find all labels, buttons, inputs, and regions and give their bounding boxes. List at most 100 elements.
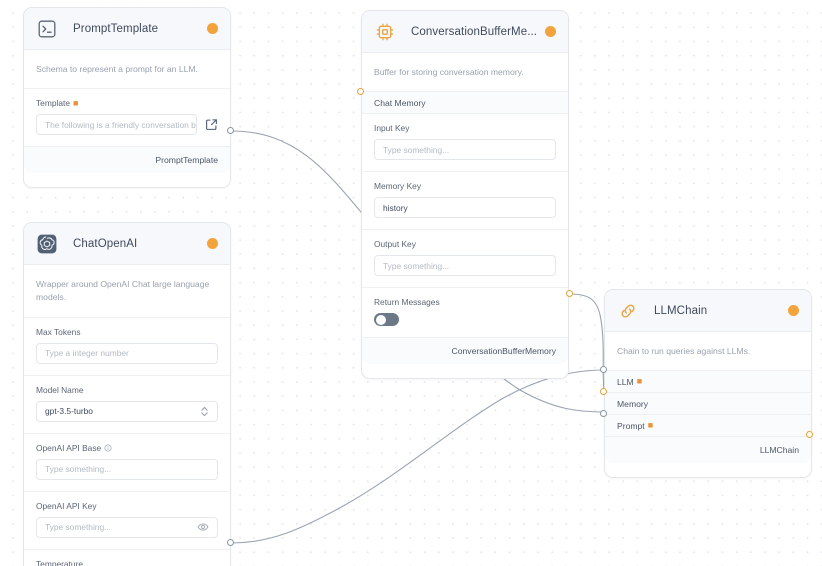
node-bottom-spacer <box>24 173 230 188</box>
field-label: Model Name <box>36 385 218 395</box>
field-label-text: Output Key <box>374 239 416 250</box>
field-template[interactable]: Template ■ The following is a friendly c… <box>24 89 230 148</box>
output-key-input[interactable]: Type something... <box>374 255 556 277</box>
info-icon[interactable] <box>104 444 112 452</box>
input-handle-label-text: LLM <box>617 376 634 387</box>
node-title: PromptTemplate <box>73 22 159 35</box>
field-label: Return Messages <box>374 297 556 307</box>
memory-key-input[interactable]: history <box>374 197 556 219</box>
openai-api-key-input[interactable]: Type something... <box>36 516 218 538</box>
field-label: Max Tokens <box>36 327 218 337</box>
node-header[interactable]: LLMChain <box>605 290 811 332</box>
field-label: OpenAI API Base <box>36 443 218 453</box>
field-label-text: Template <box>36 98 70 109</box>
field-label-text: OpenAI API Key <box>36 500 97 511</box>
chain-link-icon <box>617 300 639 322</box>
field-label-text: Input Key <box>374 123 410 134</box>
edge-memory-to-memory <box>569 293 605 392</box>
field-label-text: Max Tokens <box>36 326 81 337</box>
handle-input-prompt[interactable] <box>600 410 607 417</box>
field-label: Output Key <box>374 239 556 249</box>
toggle-knob <box>375 314 386 325</box>
input-key-input[interactable]: Type something... <box>374 139 556 161</box>
input-handle-label: Chat Memory <box>374 97 426 108</box>
node-chat-openai[interactable]: ChatOpenAI Wrapper around OpenAI Chat la… <box>23 222 231 566</box>
node-bottom-spacer <box>362 364 568 379</box>
field-output-key[interactable]: Output Key Type something... <box>362 230 568 289</box>
field-model-name[interactable]: Model Name gpt-3.5-turbo <box>24 376 230 434</box>
output-label: PromptTemplate <box>155 155 218 166</box>
input-handle-label: LLM ■ <box>617 377 642 387</box>
node-header[interactable]: ConversationBufferMe... <box>362 11 568 53</box>
template-input[interactable]: The following is a friendly conversation… <box>36 114 197 136</box>
handle-output-conversationbuffermemory[interactable] <box>566 290 573 297</box>
field-label: Input Key <box>374 123 556 133</box>
input-handle-label-text: Prompt <box>617 420 645 431</box>
input-handle-label: Memory <box>617 398 649 409</box>
node-title: ChatOpenAI <box>73 237 138 250</box>
input-handle-row-chat-memory[interactable]: Chat Memory <box>362 92 568 115</box>
required-marker: ■ <box>72 97 79 108</box>
handle-input-llm[interactable] <box>600 366 607 373</box>
node-output-row[interactable]: LLMChain <box>605 437 811 464</box>
field-label-text: Return Messages <box>374 297 440 308</box>
node-output-row[interactable]: PromptTemplate <box>24 147 230 174</box>
node-header[interactable]: PromptTemplate <box>24 8 230 50</box>
required-marker: ■ <box>636 376 643 387</box>
terminal-prompt-icon <box>36 18 58 40</box>
field-label: Template ■ <box>36 98 218 108</box>
node-title: ConversationBufferMe... <box>411 25 538 38</box>
node-description: Chain to run queries against LLMs. <box>605 332 811 372</box>
field-label-text: Temperature <box>36 558 84 566</box>
output-label: LLMChain <box>759 445 799 456</box>
output-label: ConversationBufferMemory <box>451 346 556 357</box>
handle-output-prompttemplate[interactable] <box>227 127 234 134</box>
openai-icon <box>36 233 58 255</box>
field-label-text: OpenAI API Base <box>36 442 102 453</box>
node-conversation-buffer-memory[interactable]: ConversationBufferMe... Buffer for stori… <box>361 10 569 380</box>
node-output-row[interactable]: ConversationBufferMemory <box>362 338 568 365</box>
status-badge[interactable] <box>207 238 218 249</box>
field-label: Memory Key <box>374 181 556 191</box>
max-tokens-input[interactable]: Type a integer number <box>36 342 218 364</box>
node-description: Schema to represent a prompt for an LLM. <box>24 50 230 90</box>
return-messages-toggle[interactable] <box>374 313 399 327</box>
node-prompt-template[interactable]: PromptTemplate Schema to represent a pro… <box>23 7 231 189</box>
expand-icon[interactable] <box>205 118 218 131</box>
field-openai-api-base[interactable]: OpenAI API Base Type something... <box>24 434 230 492</box>
openai-api-base-input[interactable]: Type something... <box>36 458 218 480</box>
node-header[interactable]: ChatOpenAI <box>24 223 230 265</box>
input-handle-label: Prompt ■ <box>617 421 653 431</box>
input-handle-row-memory[interactable]: Memory <box>605 393 811 416</box>
edge-chatopenai-to-llm <box>230 369 605 544</box>
input-handle-row-prompt[interactable]: Prompt ■ <box>605 415 811 438</box>
field-return-messages[interactable]: Return Messages <box>362 288 568 339</box>
chip-icon <box>374 21 396 43</box>
handle-output-chatopenai[interactable] <box>227 539 234 546</box>
node-title: LLMChain <box>654 304 708 317</box>
status-badge[interactable] <box>207 23 218 34</box>
model-name-select[interactable]: gpt-3.5-turbo <box>36 400 218 422</box>
eye-icon[interactable] <box>197 521 209 533</box>
handle-input-chat-memory[interactable] <box>357 88 364 95</box>
field-label-text: Model Name <box>36 384 84 395</box>
status-badge[interactable] <box>545 26 556 37</box>
field-input-key[interactable]: Input Key Type something... <box>362 114 568 173</box>
node-llm-chain[interactable]: LLMChain Chain to run queries against LL… <box>604 289 812 479</box>
field-temperature[interactable]: Temperature 0.7 <box>24 550 230 566</box>
field-max-tokens[interactable]: Max Tokens Type a integer number <box>24 318 230 376</box>
field-label-text: Memory Key <box>374 181 422 192</box>
chevron-updown-icon[interactable] <box>200 405 209 418</box>
status-badge[interactable] <box>788 305 799 316</box>
input-handle-row-llm[interactable]: LLM ■ <box>605 371 811 394</box>
node-bottom-spacer <box>605 463 811 478</box>
field-memory-key[interactable]: Memory Key history <box>362 172 568 231</box>
node-description: Wrapper around OpenAI Chat large languag… <box>24 265 230 318</box>
node-description: Buffer for storing conversation memory. <box>362 53 568 93</box>
handle-input-memory[interactable] <box>600 388 607 395</box>
field-label: OpenAI API Key <box>36 501 218 511</box>
field-label: Temperature <box>36 559 218 566</box>
field-openai-api-key[interactable]: OpenAI API Key Type something... <box>24 492 230 550</box>
handle-output-llmchain[interactable] <box>806 431 813 438</box>
